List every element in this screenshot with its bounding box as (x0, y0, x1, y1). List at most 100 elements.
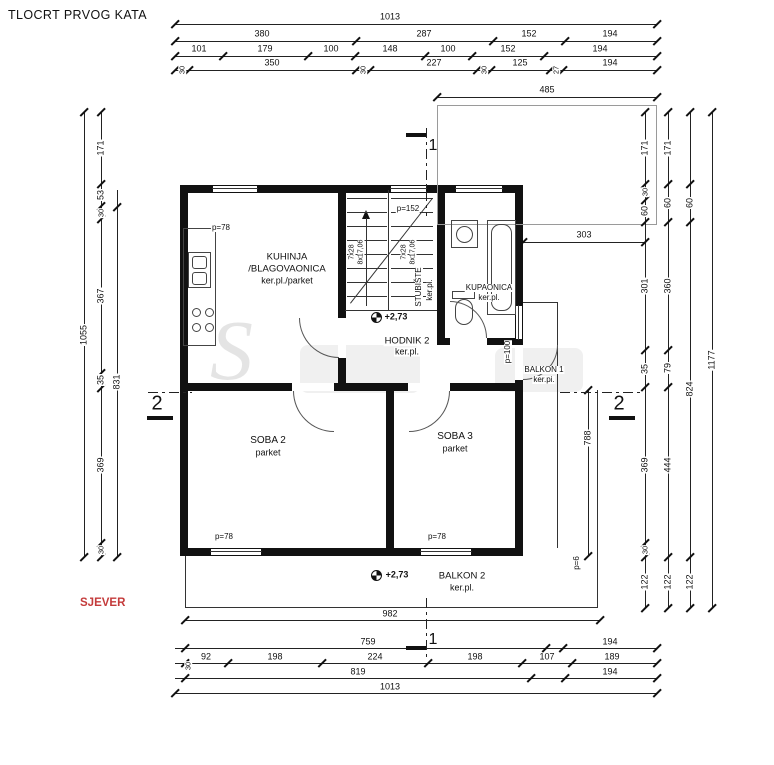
north-label: SJEVER (80, 597, 126, 609)
dim-label: 194 (601, 57, 619, 68)
line (185, 556, 186, 608)
wall-segment (180, 548, 523, 556)
door-swing-arc (409, 391, 450, 432)
line (347, 240, 387, 241)
dim-label: 369 (639, 456, 650, 474)
dim-label: 819 (349, 666, 367, 677)
fixture-outline (451, 220, 478, 248)
dim-label: 759 (359, 636, 377, 647)
dim-label: 224 (366, 651, 384, 662)
line (391, 226, 433, 227)
level-mark-symbol (371, 570, 382, 581)
line (185, 607, 598, 608)
dim-label: 350 (263, 57, 281, 68)
watermark-glyph: S (210, 302, 253, 398)
room-label: STUBIŠTE (414, 266, 423, 308)
fixture-outline (183, 228, 216, 346)
window (420, 548, 472, 556)
dim-label: 100 (322, 43, 340, 54)
wall-segment (386, 391, 394, 548)
dim-label: 107 (538, 651, 556, 662)
level-label: +2,73 (384, 569, 410, 580)
line (347, 198, 387, 199)
line (518, 305, 519, 340)
dimension-line (175, 693, 657, 694)
line (390, 188, 427, 189)
dim-label: 171 (639, 139, 650, 157)
annotation: p=152 (395, 204, 421, 213)
line (345, 310, 437, 311)
window (515, 305, 523, 340)
dimension-line (588, 390, 589, 556)
fixture-outline (192, 272, 207, 285)
dim-label: 303 (575, 229, 593, 240)
door-opening (408, 383, 450, 391)
level-label: +2,73 (383, 311, 409, 322)
dim-label: 125 (511, 57, 529, 68)
room-label: ker.pl. (425, 278, 434, 302)
dim-label: 30 (479, 64, 489, 76)
dim-label: 35 (639, 362, 650, 376)
dimension-line (690, 112, 691, 608)
dim-label: 369 (95, 456, 106, 474)
stair-label: 7x28 (400, 243, 408, 261)
dim-label: 30 (183, 660, 193, 672)
dimension-line (101, 112, 102, 557)
room-label: ker.pl. (448, 582, 476, 593)
dim-label: 101 (190, 43, 208, 54)
fixture-outline (491, 224, 512, 311)
fixture-outline (188, 252, 211, 288)
door-opening (338, 318, 346, 358)
line (391, 198, 433, 199)
section-tick-bar (406, 646, 426, 650)
dim-label: 287 (415, 28, 433, 39)
annotation: p=78 (210, 223, 232, 232)
dim-label: 194 (601, 666, 619, 677)
dim-label: 122 (662, 573, 673, 591)
dim-label: 148 (381, 43, 399, 54)
dim-label: 788 (582, 429, 593, 447)
dim-label: 79 (662, 361, 673, 375)
section-mark-2-right: 2 (613, 392, 625, 415)
line (366, 218, 367, 306)
roof-outline (437, 105, 657, 225)
dim-label: 227 (425, 57, 443, 68)
room-label: parket (441, 443, 469, 454)
fixture-circle (204, 322, 214, 332)
dim-label: p=6 (572, 555, 581, 571)
dimension-line (175, 70, 657, 71)
annotation: p=78 (213, 532, 235, 541)
stair-label: 7x28 (348, 243, 356, 261)
dimension-line (175, 24, 657, 25)
dim-label: 30 (358, 64, 368, 76)
dim-label: 171 (95, 139, 106, 157)
dimension-line (523, 242, 645, 243)
section-axis-line (148, 392, 192, 393)
window (210, 548, 262, 556)
section-axis-line (426, 128, 427, 216)
dim-label: 189 (603, 651, 621, 662)
line (210, 551, 262, 552)
dim-label: 1013 (378, 11, 402, 22)
door-swing-arc (450, 301, 487, 338)
line (347, 296, 387, 297)
fixture-circle (191, 322, 201, 332)
dim-label: 1055 (78, 323, 89, 347)
dimension-line (437, 97, 657, 98)
line (557, 302, 558, 548)
stair-label: 8x17,06 (357, 238, 365, 266)
dim-label: 60 (684, 196, 695, 210)
dim-label: p=100 (503, 339, 512, 365)
dim-label: 198 (466, 651, 484, 662)
dim-label: 194 (591, 43, 609, 54)
dim-label: 824 (684, 380, 695, 398)
dimension-line (175, 663, 657, 664)
room-label: ker.pi. (532, 375, 556, 384)
line (391, 282, 433, 283)
line (523, 302, 558, 303)
wall-segment (437, 185, 445, 345)
dim-label: 1013 (378, 681, 402, 692)
fixture-circle (204, 307, 214, 317)
line (597, 390, 598, 556)
dimension-line (175, 678, 657, 679)
